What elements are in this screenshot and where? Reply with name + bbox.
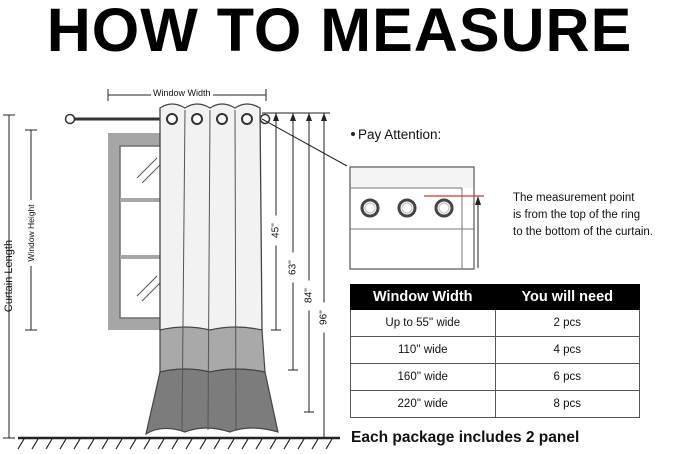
cell-quantity: 8 pcs	[494, 390, 640, 418]
window-glass	[119, 145, 165, 319]
cell-quantity: 6 pcs	[494, 363, 640, 391]
grommet-ring-icon	[434, 198, 454, 218]
pay-attention-text: Pay Attention:	[358, 127, 442, 142]
note-line: The measurement point	[513, 192, 635, 204]
measurement-note: The measurement point is from the top of…	[513, 190, 653, 241]
floor	[17, 436, 340, 450]
curtain-panel	[145, 103, 279, 436]
curtain-length-label: Curtain Length	[3, 239, 15, 313]
grommet-ring-icon	[216, 113, 228, 125]
window-muntin	[120, 255, 164, 259]
ring-detail-box	[349, 166, 484, 270]
cell-width: 160'' wide	[350, 363, 496, 391]
length-label-96: 96''	[318, 302, 330, 333]
grommet-ring-icon	[397, 198, 417, 218]
grommet-ring-icon	[241, 113, 253, 125]
header-you-will-need: You will need	[494, 284, 640, 310]
window-width-label: Window Width	[151, 88, 213, 98]
cell-width: Up to 55'' wide	[350, 309, 496, 337]
bullet-icon	[351, 132, 355, 136]
table-header-row: Window Width You will need	[350, 284, 640, 310]
cell-quantity: 2 pcs	[494, 309, 640, 337]
pay-attention-heading: Pay Attention:	[349, 127, 441, 142]
grommet-ring-icon	[191, 113, 203, 125]
note-line: to the bottom of the curtain.	[513, 226, 653, 238]
length-label-63: 63''	[287, 252, 299, 283]
panel-quantity-table: Window Width You will need Up to 55'' wi…	[350, 284, 640, 418]
cell-width: 110'' wide	[350, 336, 496, 364]
window-muntin	[120, 198, 164, 202]
cell-width: 220'' wide	[350, 390, 496, 418]
window-height-label: Window Height	[26, 200, 36, 266]
header-window-width: Window Width	[350, 284, 496, 310]
grommet-ring-icon	[360, 198, 380, 218]
rod-finial	[64, 113, 76, 125]
table-row: Up to 55'' wide 2 pcs	[350, 309, 640, 337]
table-row: 160'' wide 6 pcs	[350, 363, 640, 391]
length-label-84: 84''	[303, 280, 315, 311]
window-illustration	[108, 133, 165, 330]
package-note: Each package includes 2 panel	[351, 429, 580, 446]
cell-quantity: 4 pcs	[494, 336, 640, 364]
table-row: 110'' wide 4 pcs	[350, 336, 640, 364]
dimension-arrows	[273, 113, 327, 121]
table-row: 220'' wide 8 pcs	[350, 390, 640, 418]
page-title: HOW TO MEASURE	[46, 0, 633, 64]
grommet-ring-icon	[166, 113, 178, 125]
note-line: is from the top of the ring	[513, 209, 641, 221]
length-label-45: 45''	[270, 215, 282, 246]
